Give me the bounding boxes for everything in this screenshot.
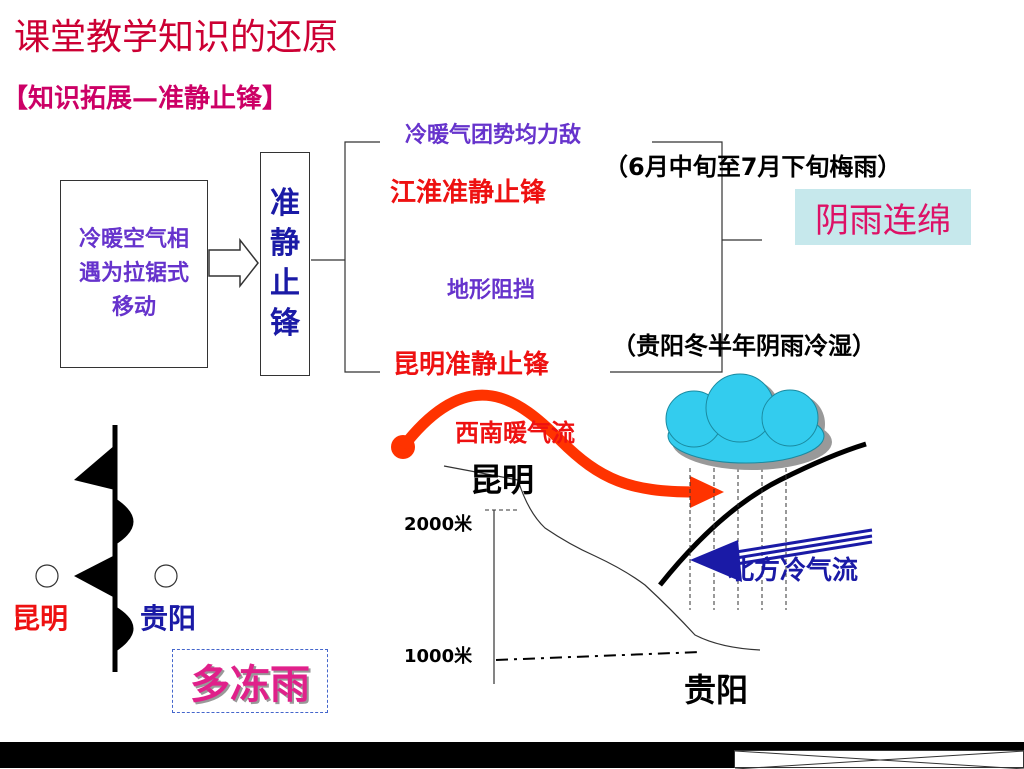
page-title: 课堂教学知识的还原 [14,17,339,58]
cold-flow-label: 北方冷气流 [728,556,859,586]
section-heading: 【知识拓展—准静止锋】 [2,84,289,114]
front-box: 准静止锋 [260,152,310,376]
jianghuai-front-label: 江淮准静止锋 [390,178,547,208]
cloud-icon [665,373,832,470]
guiyang-note: （贵阳冬半年阴雨冷湿） [612,332,876,360]
city-kunming-label: 昆明 [12,602,69,635]
stationary-front-symbol [74,425,134,672]
altitude-1000-label: 1000米 [404,646,473,667]
bracket-left [344,141,380,373]
cause-box: 冷暖空气相遇为拉锯式移动 [60,180,208,368]
terrain-profile [443,465,761,651]
terrain-label: 地形阻挡 [447,278,536,303]
profile-guiyang-label: 贵阳 [684,671,749,709]
corner-box [734,750,1024,769]
profile-kunming-label: 昆明 [470,461,535,499]
hollow-arrow-icon [208,237,259,289]
freezing-rain-badge: 多冻雨 [172,649,328,713]
alt-1000-line [495,651,701,661]
meiyu-note: （6月中旬至7月下旬梅雨） [604,153,902,181]
cold-front-line [658,441,867,587]
bracket-right [610,141,723,373]
kunming-front-label: 昆明准静止锋 [393,350,550,380]
rain-lines [689,468,787,610]
city-guiyang-label: 贵阳 [140,602,197,635]
guiyang-marker [154,564,178,588]
cause-text: 冷暖空气相遇为拉锯式移动 [78,227,189,320]
warm-flow-label: 西南暖气流 [455,419,575,447]
warm-current-arrow-icon [391,389,724,508]
cold-current-arrow-icon [690,528,873,582]
kunming-marker [35,564,59,588]
altitude-2000-label: 2000米 [404,514,473,535]
result-badge: 阴雨连绵 [795,189,971,245]
balance-label: 冷暖气团势均力敌 [405,123,582,148]
front-box-text: 准静止锋 [270,186,300,341]
corner-cross-lines [735,751,1024,769]
